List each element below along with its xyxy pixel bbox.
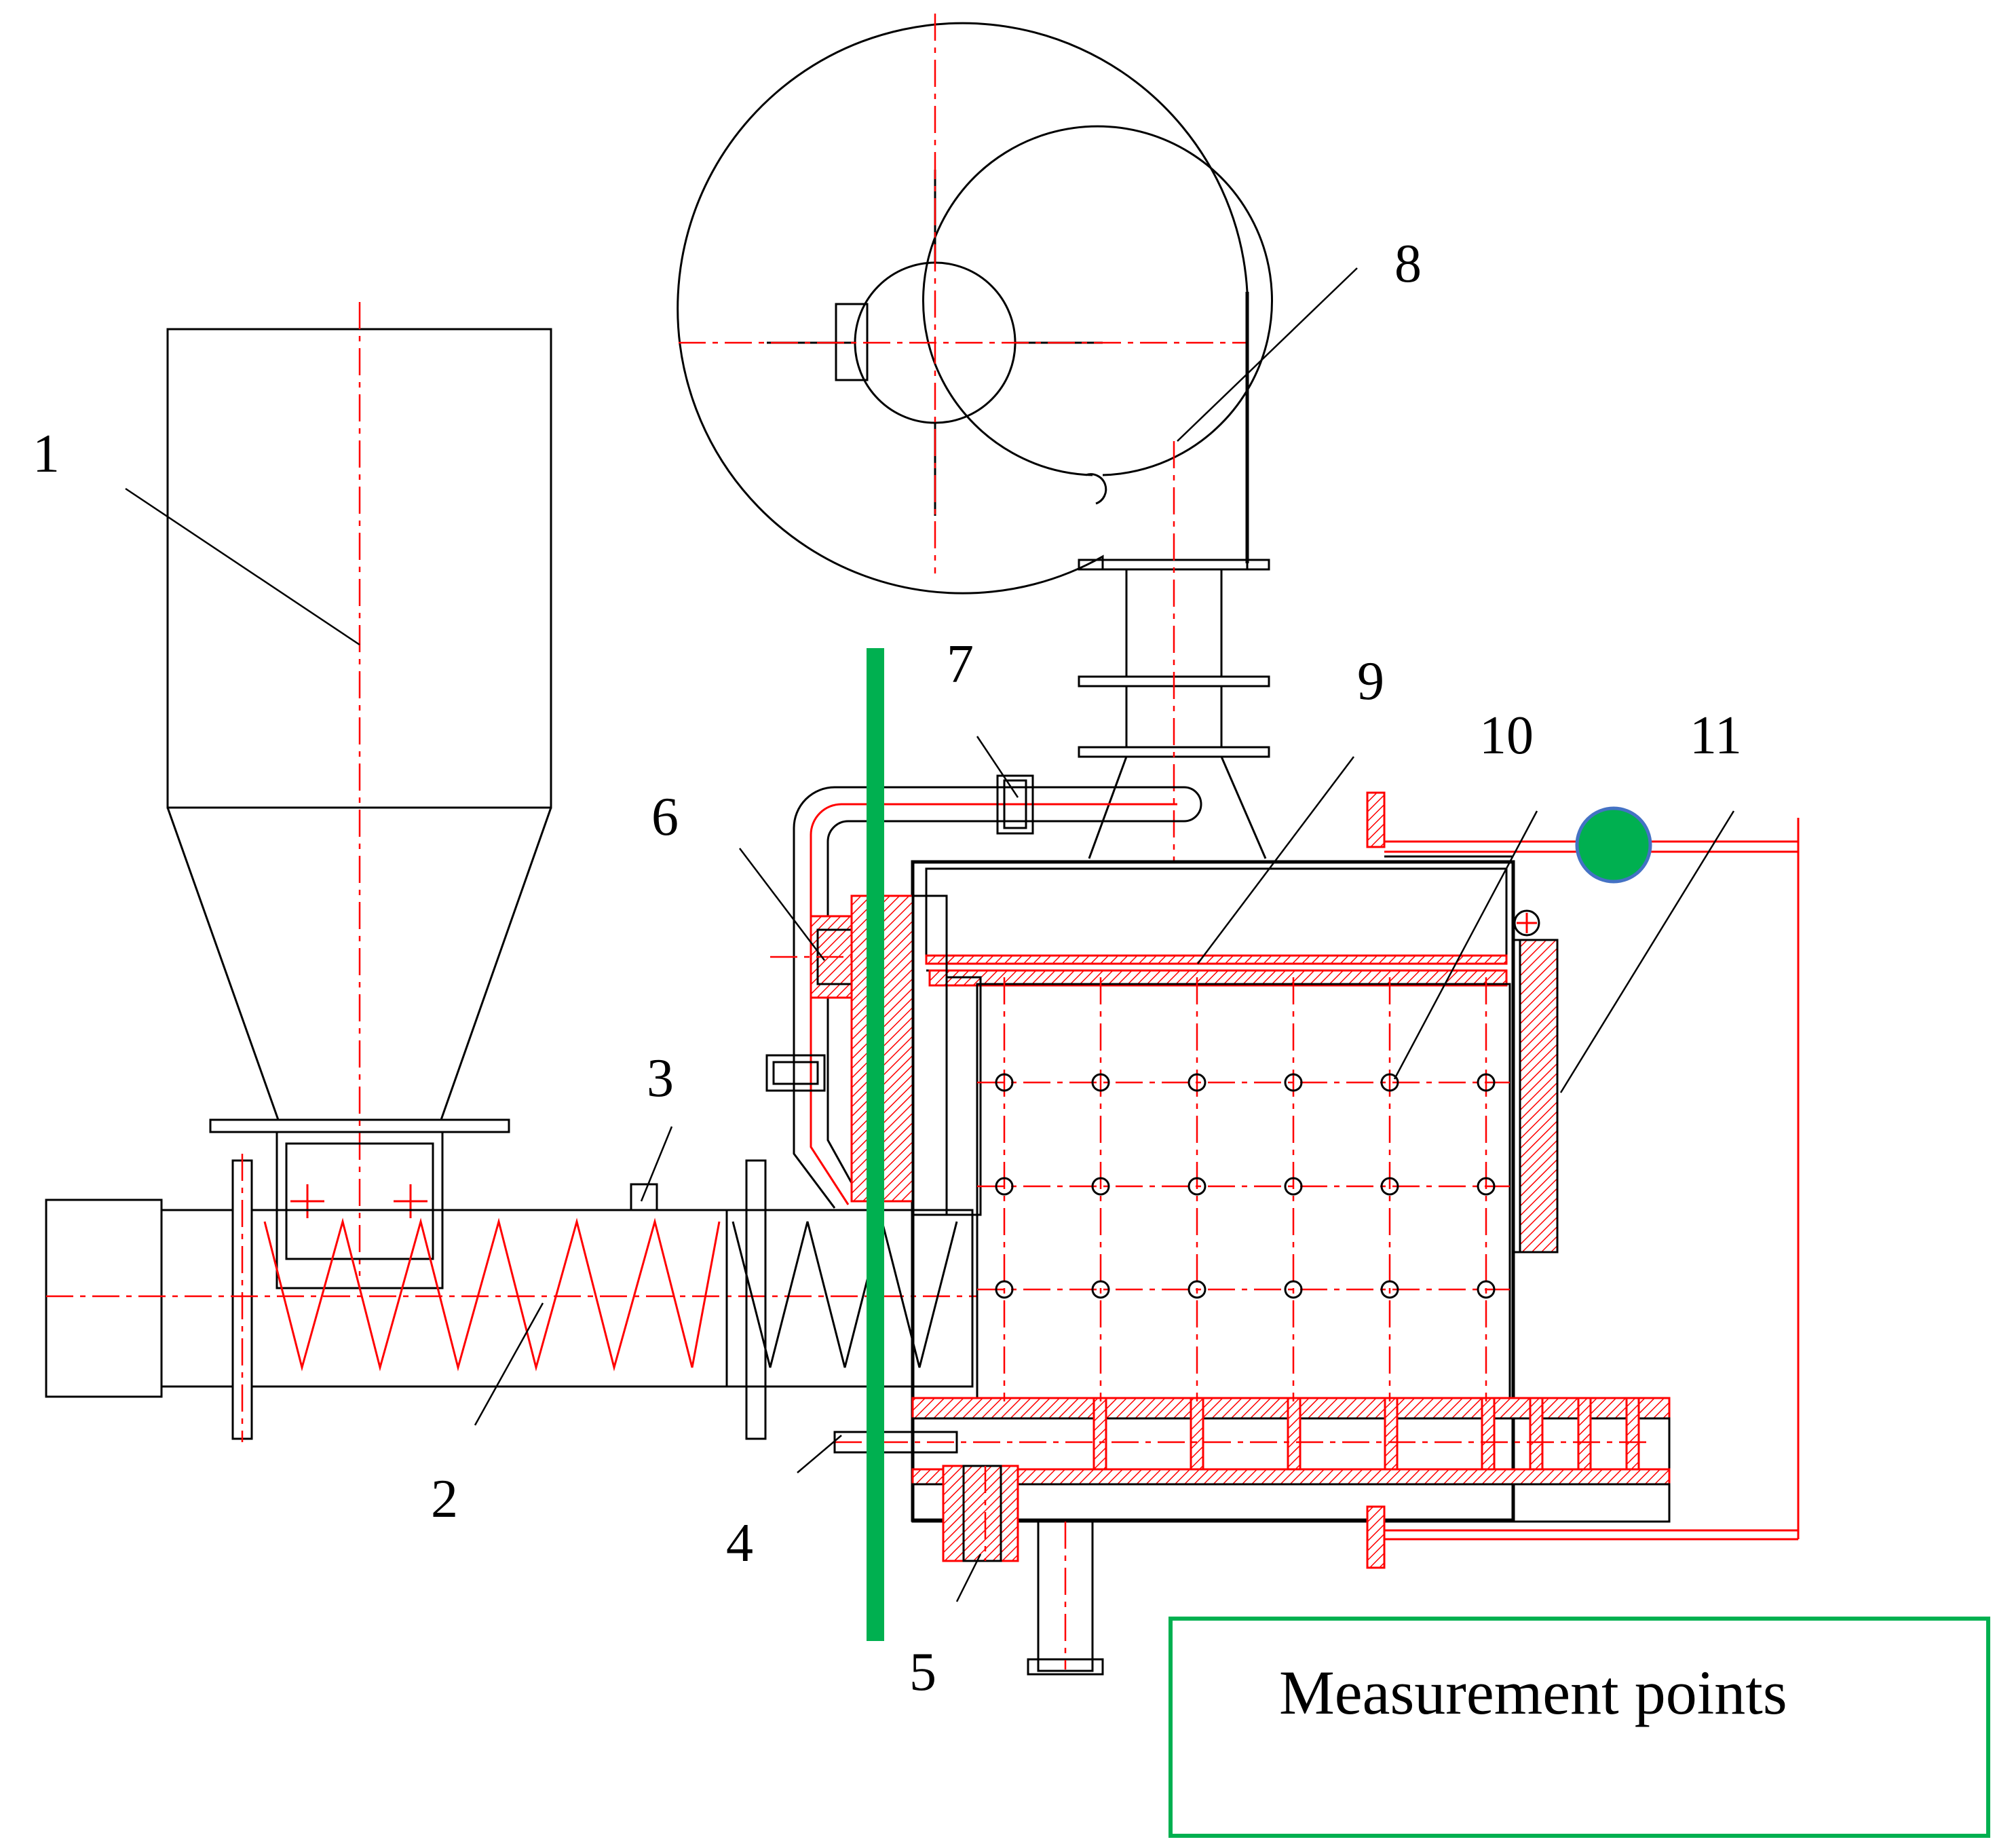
leader-lines bbox=[125, 267, 1735, 1602]
label-2: 2 bbox=[431, 1469, 458, 1529]
combustion-chamber bbox=[833, 860, 1671, 1676]
label-4: 4 bbox=[726, 1513, 753, 1573]
label-1: 1 bbox=[33, 424, 60, 484]
grate-posts bbox=[1092, 1397, 1640, 1471]
label-8: 8 bbox=[1394, 234, 1422, 294]
feeder-fitting bbox=[630, 1183, 658, 1211]
thermocouple-grid bbox=[977, 977, 1510, 1401]
legend-box: Measurement points bbox=[1168, 1617, 1990, 1838]
screw-feeder bbox=[45, 1154, 977, 1442]
label-3: 3 bbox=[647, 1049, 674, 1108]
fuel-hopper bbox=[166, 302, 552, 1289]
centrifugal-fan bbox=[677, 14, 1273, 862]
tap-markers bbox=[995, 1073, 1496, 1299]
legend-label: Measurement points bbox=[1279, 1658, 1787, 1727]
measurement-point-marker bbox=[1575, 806, 1652, 884]
label-6: 6 bbox=[651, 787, 679, 847]
label-11: 11 bbox=[1690, 706, 1742, 766]
label-10: 10 bbox=[1479, 706, 1534, 766]
air-supply-pipe bbox=[765, 774, 1202, 1209]
label-9: 9 bbox=[1357, 652, 1384, 711]
label-7: 7 bbox=[947, 635, 974, 694]
label-5: 5 bbox=[909, 1642, 936, 1702]
